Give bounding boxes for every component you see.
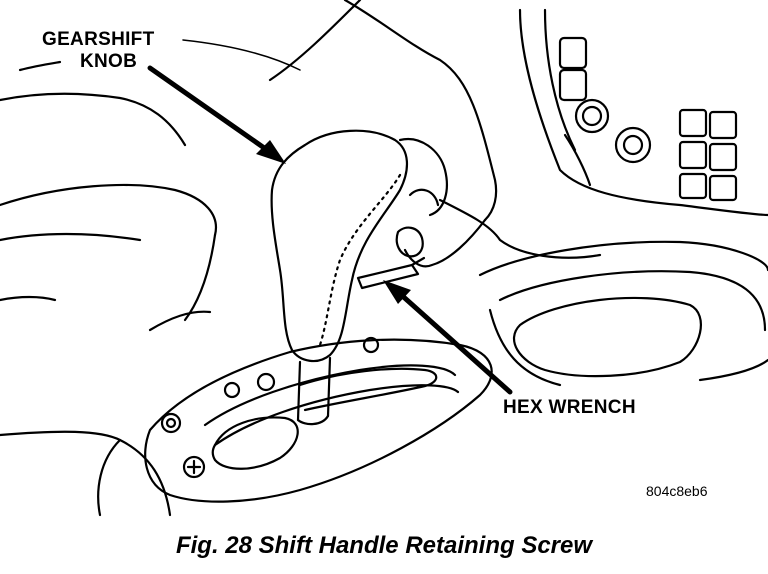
gearshift-knob-label-line1: GEARSHIFT <box>42 29 155 50</box>
seat-outline <box>0 60 218 322</box>
line-drawing <box>0 0 768 517</box>
drawing-code: 804c8eb6 <box>646 483 708 499</box>
gearshift-knob <box>270 129 408 363</box>
hex-wrench <box>356 256 426 290</box>
hex-wrench-label: HEX WRENCH <box>503 397 636 418</box>
console-outline <box>0 310 212 517</box>
gearshift-knob-label-line2: KNOB <box>80 51 138 72</box>
figure-caption: Fig. 28 Shift Handle Retaining Screw <box>175 532 593 559</box>
shift-lever <box>296 356 332 426</box>
storage-bin <box>478 240 768 387</box>
hand <box>268 0 498 268</box>
callout-leaders <box>147 39 513 395</box>
dash-panel <box>438 8 768 259</box>
shifter-bezel <box>144 336 493 503</box>
